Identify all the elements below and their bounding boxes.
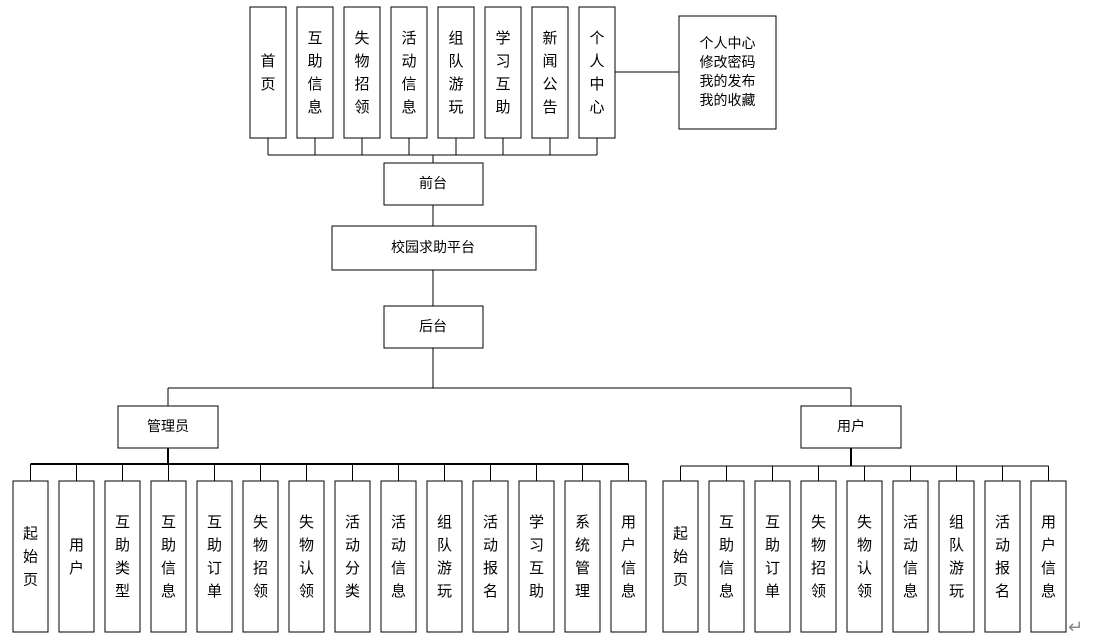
- root-box: [331, 225, 537, 271]
- front-module-label: 互助信息: [307, 29, 322, 116]
- personal-center-sub-label: 我的发布: [700, 74, 756, 90]
- admin-label: 管理员: [147, 419, 189, 435]
- admin-module-label: 用户信息: [621, 513, 636, 600]
- admin-module-label: 互助订单: [207, 513, 222, 600]
- admin-box: [117, 405, 219, 449]
- personal-center-sub-box: [678, 15, 777, 130]
- front-module-box: [484, 6, 522, 139]
- front-module-label: 个人中心: [589, 29, 604, 116]
- front-module-box: [390, 6, 428, 139]
- front-module-label: 组队游玩: [448, 29, 463, 116]
- user-module-box: [754, 480, 791, 633]
- front-module-label: 学习互助: [495, 29, 510, 116]
- admin-module-box: [150, 480, 187, 633]
- admin-module-label: 失物招领: [253, 513, 268, 600]
- user-module-label: 起始页: [673, 525, 688, 589]
- personal-center-sub-label: 我的收藏: [700, 93, 756, 109]
- user-module-label: 活动信息: [903, 513, 918, 600]
- admin-module-box: [104, 480, 141, 633]
- front-module-box: [531, 6, 569, 139]
- user-module-box: [708, 480, 745, 633]
- admin-module-box: [610, 480, 647, 633]
- user-module-label: 活动报名: [995, 513, 1010, 600]
- front-module-label: 失物招领: [354, 29, 369, 116]
- admin-module-label: 活动报名: [483, 513, 498, 600]
- user-module-label: 失物招领: [811, 513, 826, 600]
- user-module-box: [662, 480, 699, 633]
- personal-center-sub-label: 修改密码: [700, 54, 756, 71]
- user-module-box: [800, 480, 837, 633]
- back-box: [383, 305, 484, 349]
- user-module-label: 用户信息: [1041, 513, 1056, 600]
- user-box: [800, 405, 902, 449]
- admin-module-box: [288, 480, 325, 633]
- admin-module-label: 互助信息: [161, 513, 176, 600]
- admin-module-label: 学习互助: [529, 513, 544, 600]
- front-module-label: 首页: [260, 52, 275, 93]
- admin-module-label: 活动分类: [345, 513, 360, 600]
- user-label: 用户: [837, 418, 865, 435]
- user-module-box: [846, 480, 883, 633]
- front-module-box: [343, 6, 381, 139]
- admin-module-box: [196, 480, 233, 633]
- paragraph-return-mark: ↵: [1068, 617, 1083, 638]
- admin-module-box: [334, 480, 371, 633]
- admin-module-label: 活动信息: [391, 513, 406, 600]
- front-box: [383, 162, 484, 206]
- admin-module-label: 互助类型: [115, 513, 130, 600]
- front-label: 前台: [419, 175, 447, 192]
- user-module-box: [938, 480, 975, 633]
- admin-module-box: [518, 480, 555, 633]
- admin-module-label: 失物认领: [299, 513, 314, 600]
- admin-module-label: 起始页: [23, 525, 38, 589]
- front-module-box: [578, 6, 616, 139]
- admin-module-label: 用户: [69, 536, 84, 577]
- front-module-box: [296, 6, 334, 139]
- front-module-label: 新闻公告: [542, 29, 557, 116]
- front-module-label: 活动信息: [401, 29, 416, 116]
- user-module-label: 失物认领: [857, 513, 872, 600]
- personal-center-sub-label: 个人中心: [700, 36, 756, 52]
- admin-module-box: [242, 480, 279, 633]
- admin-module-box: [564, 480, 601, 633]
- admin-module-box: [472, 480, 509, 633]
- back-label: 后台: [419, 319, 447, 335]
- admin-module-box: [58, 480, 95, 633]
- root-label: 校园求助平台: [391, 239, 475, 256]
- admin-module-box: [12, 480, 49, 633]
- front-module-box: [249, 6, 287, 139]
- user-module-box: [1030, 480, 1067, 633]
- admin-module-box: [380, 480, 417, 633]
- user-module-box: [984, 480, 1021, 633]
- user-module-box: [892, 480, 929, 633]
- user-module-label: 互助订单: [765, 513, 780, 600]
- admin-module-label: 组队游玩: [437, 513, 452, 600]
- front-module-box: [437, 6, 475, 139]
- admin-module-label: 系统管理: [575, 513, 590, 600]
- user-module-label: 互助信息: [719, 513, 734, 600]
- user-module-label: 组队游玩: [949, 513, 964, 600]
- admin-module-box: [426, 480, 463, 633]
